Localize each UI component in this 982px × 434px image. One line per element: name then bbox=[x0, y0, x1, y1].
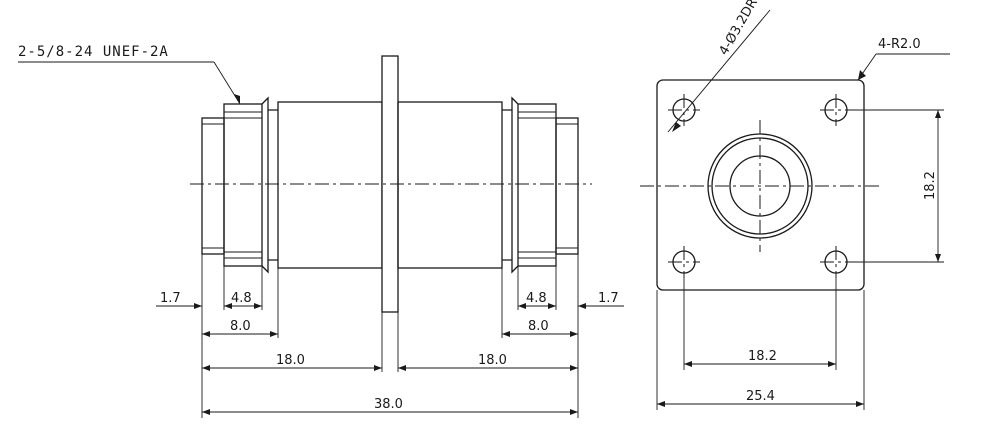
dim-right-1-7-text: 1.7 bbox=[598, 291, 619, 306]
left-body bbox=[277, 101, 383, 269]
dim-vertical-text: 18.2 bbox=[923, 171, 938, 200]
dim-left-1-7-text: 1.7 bbox=[160, 291, 181, 306]
side-view: 2-5/8-24 UNEF-2A 1.7 4.8 bbox=[18, 44, 624, 418]
dim-horizontal-holes: 18.2 bbox=[683, 274, 837, 370]
dim-left-4-8: 4.8 bbox=[224, 291, 262, 309]
dim-right-4-8-text: 4.8 bbox=[526, 291, 547, 306]
dim-left-4-8-text: 4.8 bbox=[231, 291, 252, 306]
right-body bbox=[397, 101, 503, 269]
right-nose bbox=[502, 96, 579, 274]
front-view: 4-Ø3.2DR 4-R2.0 18.2 18.2 bbox=[640, 0, 950, 410]
flange-square bbox=[656, 79, 865, 291]
dim-total-text: 38.0 bbox=[374, 397, 403, 412]
dim-horizontal-holes-text: 18.2 bbox=[748, 349, 777, 364]
dim-half-left-text: 18.0 bbox=[276, 353, 305, 368]
corner-callout: 4-R2.0 bbox=[857, 37, 950, 81]
dim-left-8-0: 8.0 bbox=[202, 319, 278, 337]
dim-right-4-8: 4.8 bbox=[518, 291, 556, 309]
dim-right-8-0: 8.0 bbox=[502, 319, 578, 337]
corner-callout-text: 4-R2.0 bbox=[878, 37, 921, 52]
dim-half-left: 18.0 bbox=[202, 353, 382, 371]
thread-callout-text: 2-5/8-24 UNEF-2A bbox=[18, 44, 169, 60]
dim-half-right: 18.0 bbox=[398, 353, 578, 371]
dim-width: 25.4 bbox=[656, 290, 865, 410]
dim-width-text: 25.4 bbox=[746, 389, 775, 404]
hole-callout: 4-Ø3.2DR bbox=[667, 0, 771, 133]
dim-total: 38.0 bbox=[202, 397, 578, 415]
dim-right-8-0-text: 8.0 bbox=[528, 319, 549, 334]
dim-left-8-0-text: 8.0 bbox=[230, 319, 251, 334]
thread-callout: 2-5/8-24 UNEF-2A bbox=[18, 44, 241, 105]
left-nose bbox=[201, 96, 278, 274]
dim-left-1-7: 1.7 bbox=[156, 291, 238, 309]
dim-vertical: 18.2 bbox=[848, 109, 944, 263]
dim-half-right-text: 18.0 bbox=[478, 353, 507, 368]
